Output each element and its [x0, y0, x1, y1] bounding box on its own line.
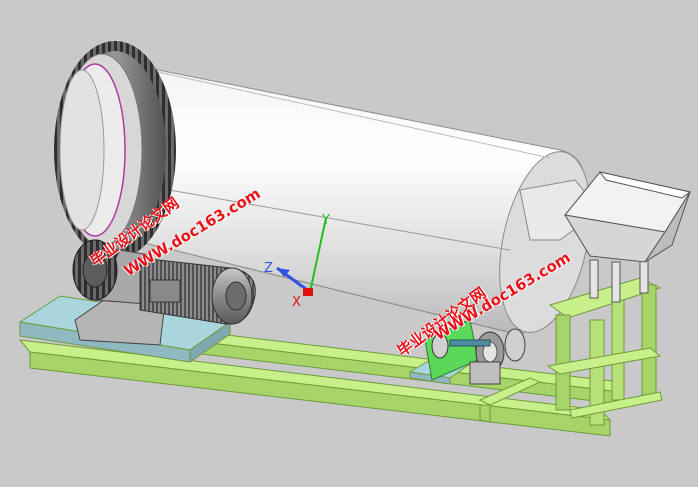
y-axis-line — [309, 217, 327, 293]
support-roller — [424, 319, 526, 385]
feed-hopper — [564, 171, 692, 303]
axis-label-y: Y — [321, 213, 330, 228]
x-axis-marker — [303, 288, 313, 296]
discharge-frame — [546, 277, 663, 426]
z-axis-arrow — [277, 268, 290, 277]
axis-label-x: X — [292, 295, 301, 310]
dryer-drum — [89, 61, 601, 336]
coordinate-axes: Y Z X — [264, 213, 330, 310]
axis-label-z: Z — [264, 261, 273, 276]
drive-motor — [72, 239, 256, 346]
